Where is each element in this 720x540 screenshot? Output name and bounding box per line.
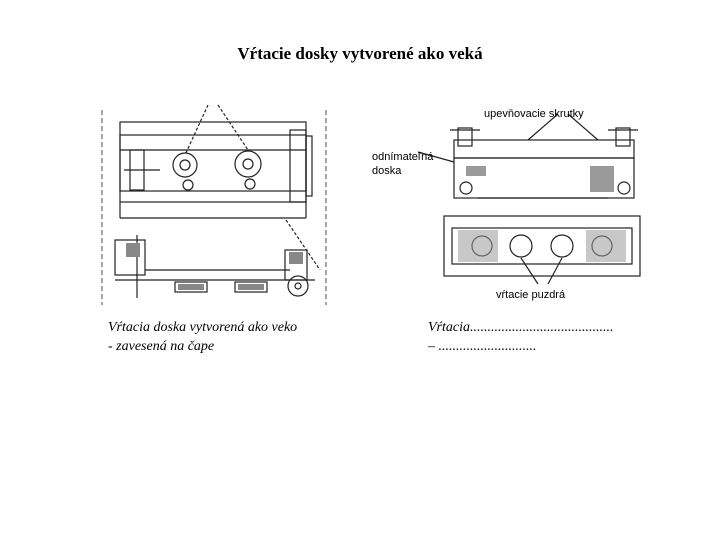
label-bushings: vŕtacie puzdrá (496, 289, 566, 301)
left-figure-caption: Vŕtacia doska vytvorená ako veko - zaves… (108, 318, 388, 356)
right-figure-caption: Vŕtacia.................................… (428, 318, 688, 356)
right-caption-line1: Vŕtacia.................................… (428, 320, 614, 335)
right-caption-line2: – ............................ (428, 339, 537, 354)
removable-drill-plate-drawing: upevňovacie skrutky odnímateľná doska vŕ… (372, 108, 641, 301)
page-title: Vŕtacie dosky vytvorené ako veká (237, 44, 483, 63)
label-plate-line2: doska (372, 165, 402, 177)
label-plate-line1: odnímateľná (372, 151, 434, 163)
hinged-drill-plate-drawing (101, 104, 327, 305)
label-screws: upevňovacie skrutky (484, 108, 584, 120)
left-caption-line1: Vŕtacia doska vytvorená ako veko (108, 320, 298, 335)
left-caption-line2: - zavesená na čape (108, 339, 215, 354)
